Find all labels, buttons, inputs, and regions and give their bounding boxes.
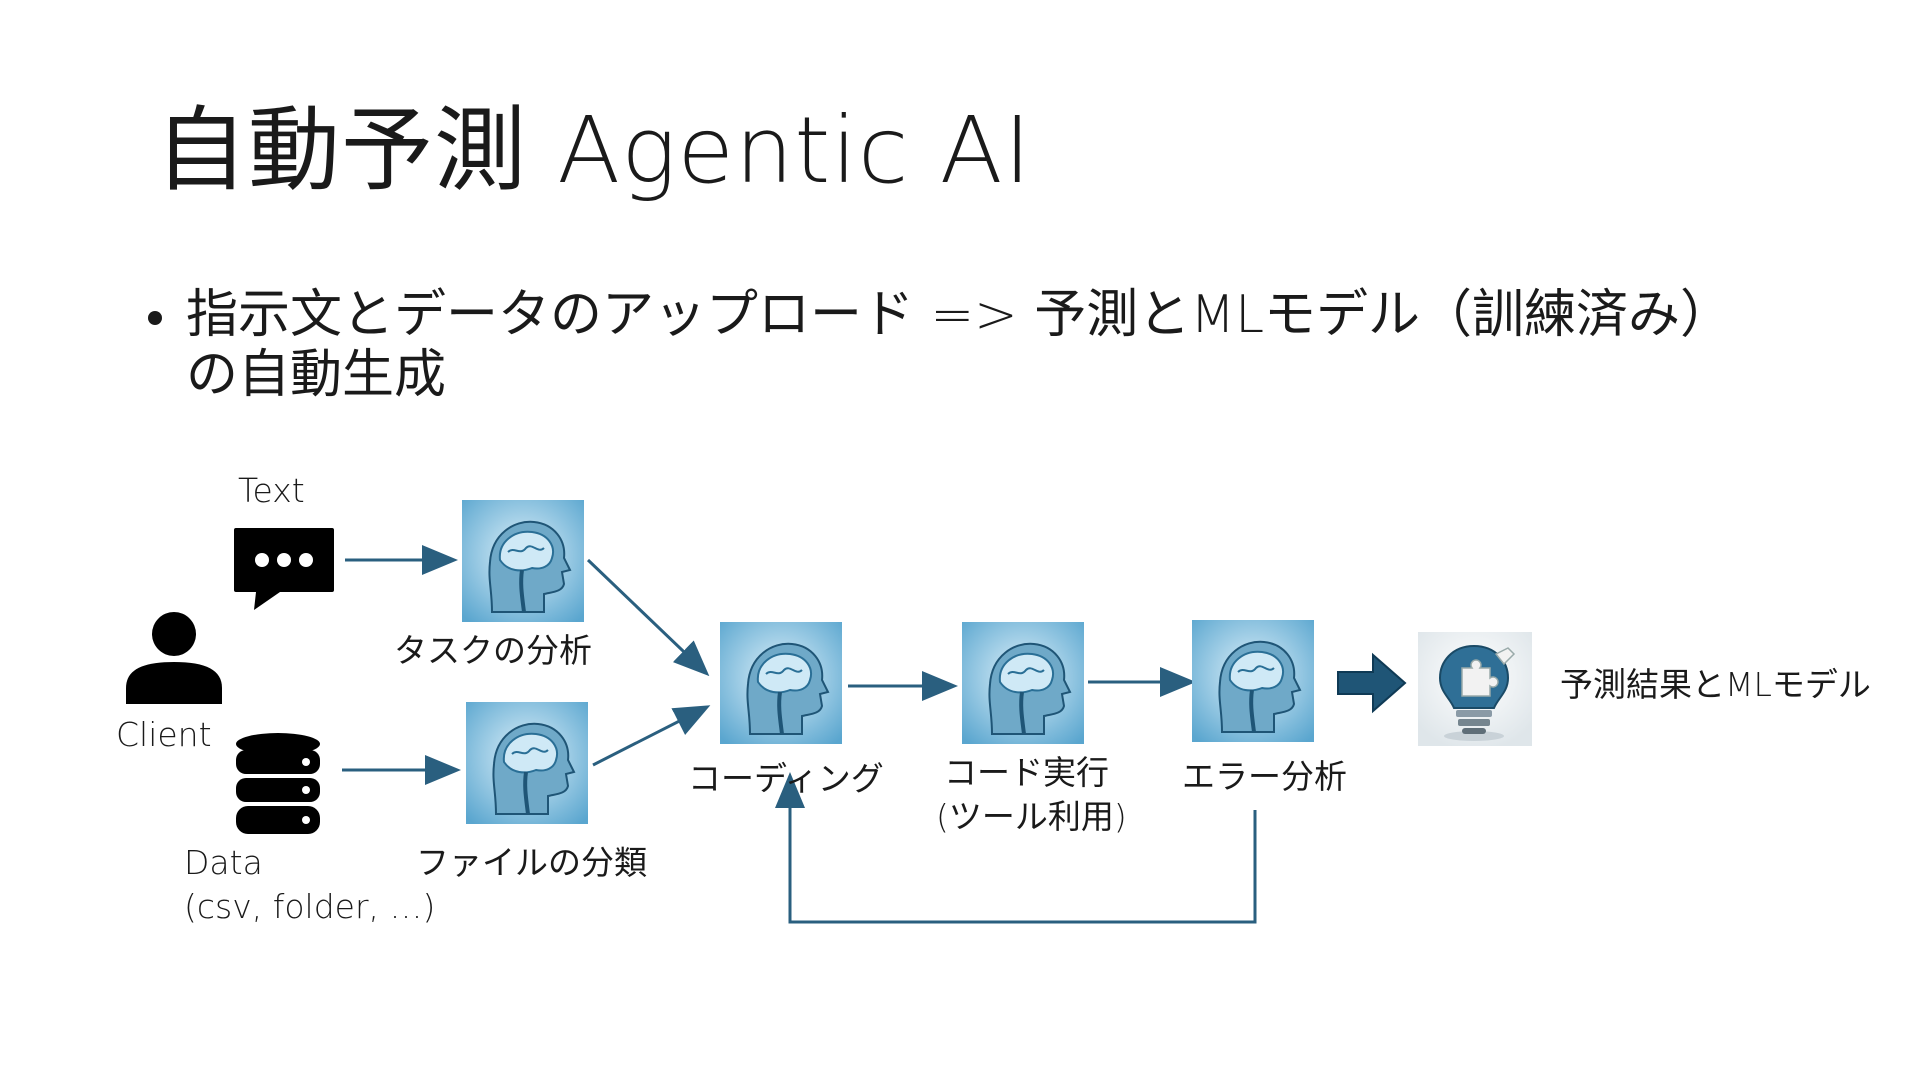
text-label: Text	[238, 471, 305, 510]
chat-bubble-icon	[234, 528, 334, 610]
arrow-task-to-coding	[586, 558, 710, 677]
bullet-item: 指示文とデータのアップロード => 予測とMLモデル（訓練済み）の自動生成	[148, 285, 1768, 405]
data-label-line2: (csv, folder, …)	[184, 887, 436, 926]
slide-title: 自動予測 Agentic AI	[155, 97, 1032, 204]
code-exec-label-line1: コード実行	[944, 753, 1109, 792]
client-label: Client	[116, 715, 212, 754]
file-classify-label: ファイルの分類	[416, 843, 647, 882]
coding-label: コーディング	[688, 759, 884, 798]
ai-brain-icon-task	[462, 500, 584, 622]
error-analysis-label: エラー分析	[1182, 757, 1347, 796]
feedback-loop-arrow	[775, 772, 1257, 924]
big-result-arrow	[1337, 652, 1407, 714]
ai-brain-icon-exec	[962, 622, 1084, 744]
ai-brain-icon-file	[466, 702, 588, 824]
code-exec-label-line2: (ツール利用)	[936, 797, 1127, 836]
ai-brain-icon-error	[1192, 620, 1314, 742]
result-label: 予測結果とMLモデル	[1560, 665, 1871, 704]
database-icon	[236, 733, 320, 834]
arrow-file-to-coding	[592, 705, 711, 767]
task-analysis-label: タスクの分析	[394, 631, 592, 670]
person-icon	[126, 612, 222, 704]
data-label-line1: Data	[184, 843, 263, 882]
lightbulb-puzzle-icon	[1418, 632, 1532, 746]
ai-brain-icon-coding	[720, 622, 842, 744]
bullet-dot	[148, 311, 162, 325]
bullet-text: 指示文とデータのアップロード => 予測とMLモデル（訓練済み）の自動生成	[186, 285, 1733, 405]
